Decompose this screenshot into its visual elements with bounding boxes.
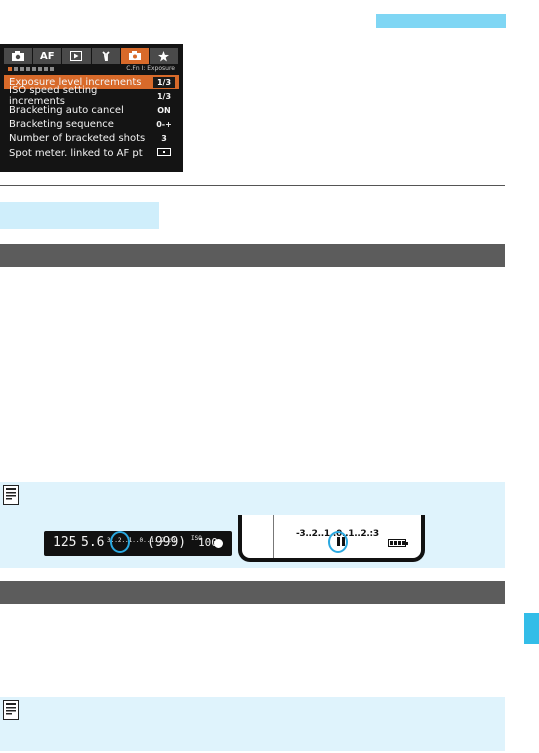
menu-item-label: Exposure level increments [9, 76, 142, 88]
tab-setup[interactable] [91, 48, 121, 64]
tab-af-label: AF [39, 50, 55, 62]
custom-function-list: Exposure level increments 1/3 ISO speed … [4, 75, 179, 160]
menu-item-label: Bracketing sequence [9, 119, 114, 131]
menu-item-value: ON [157, 105, 171, 115]
menu-item-label: ISO speed setting increments [9, 85, 98, 108]
iso-label: ISO [191, 535, 202, 542]
section-header-bar [0, 244, 505, 267]
iso-readout: 100 [198, 536, 218, 549]
function-group-label [0, 202, 159, 229]
menu-item-value: 1/3 [156, 91, 172, 101]
menu-item-value [153, 148, 175, 158]
menu-item-iso-speed-setting-increments[interactable]: ISO speed setting increments 1/3 [4, 85, 179, 107]
tab-custom-functions[interactable] [120, 48, 150, 64]
menu-item-label: Spot meter. linked to AF pt [9, 147, 143, 159]
menu-item-value: 3 [161, 134, 167, 144]
menu-item-value: 1/3 [153, 76, 175, 88]
custom-functions-icon [128, 51, 141, 60]
page-dot [50, 67, 54, 71]
menu-item-bracketing-auto-cancel[interactable]: Bracketing auto cancel ON [4, 103, 179, 117]
page-dot [8, 67, 12, 71]
exposure-level-scale: 3..2..1..0..1..2.:3 [107, 537, 176, 544]
menu-item-label: Bracketing auto cancel [9, 104, 124, 116]
menu-tab-row: AF [4, 48, 180, 64]
star-icon [158, 50, 170, 62]
section-header-bar [0, 581, 505, 604]
callout-ring [110, 531, 130, 553]
chapter-header-tab [376, 14, 506, 28]
page-dot [38, 67, 42, 71]
note-icon [3, 485, 19, 505]
aperture-readout: 5.6 [81, 535, 105, 550]
divider-line [0, 185, 505, 186]
max-burst-readout: (999) [147, 535, 187, 550]
menu-subheader: C.Fn I: Exposure [4, 65, 179, 74]
page-dot [20, 67, 24, 71]
tab-shooting[interactable] [4, 48, 34, 64]
playback-icon [70, 51, 83, 61]
callout-ring [328, 531, 348, 553]
page-dot [44, 67, 48, 71]
chapter-index-tab [524, 613, 539, 644]
page-dot [32, 67, 36, 71]
camera-icon [12, 51, 25, 61]
battery-icon [388, 539, 408, 547]
wrench-icon [101, 51, 110, 61]
tab-af[interactable]: AF [33, 48, 63, 64]
lcd-divider [273, 515, 274, 558]
page-dot [26, 67, 30, 71]
menu-item-exposure-level-increments[interactable]: Exposure level increments 1/3 [4, 75, 179, 90]
menu-item-number-of-bracketed-shots[interactable]: Number of bracketed shots 3 [4, 132, 179, 146]
menu-item-value: 0-+ [156, 120, 172, 130]
menu-screen-title: C.Fn I: Exposure [126, 65, 175, 72]
menu-item-spot-meter-linked-to-af-pt[interactable]: Spot meter. linked to AF pt [4, 146, 179, 160]
viewfinder-display: 125 5.6 3..2..1..0..1..2.:3 (999) ISO 10… [44, 531, 232, 556]
note-box [0, 697, 505, 751]
page-dot [14, 67, 18, 71]
shutter-speed-readout: 125 [53, 535, 77, 550]
tab-my-menu[interactable] [149, 48, 180, 64]
focus-confirmation-icon [214, 539, 223, 548]
spot-meter-icon [157, 148, 171, 157]
tab-playback[interactable] [62, 48, 92, 64]
menu-item-bracketing-sequence[interactable]: Bracketing sequence 0-+ [4, 118, 179, 132]
note-icon [3, 700, 19, 720]
camera-menu-screen: AF C.Fn I: Exposure Exposure level incre… [0, 44, 183, 172]
menu-item-label: Number of bracketed shots [9, 133, 146, 145]
page-indicator [8, 67, 54, 71]
